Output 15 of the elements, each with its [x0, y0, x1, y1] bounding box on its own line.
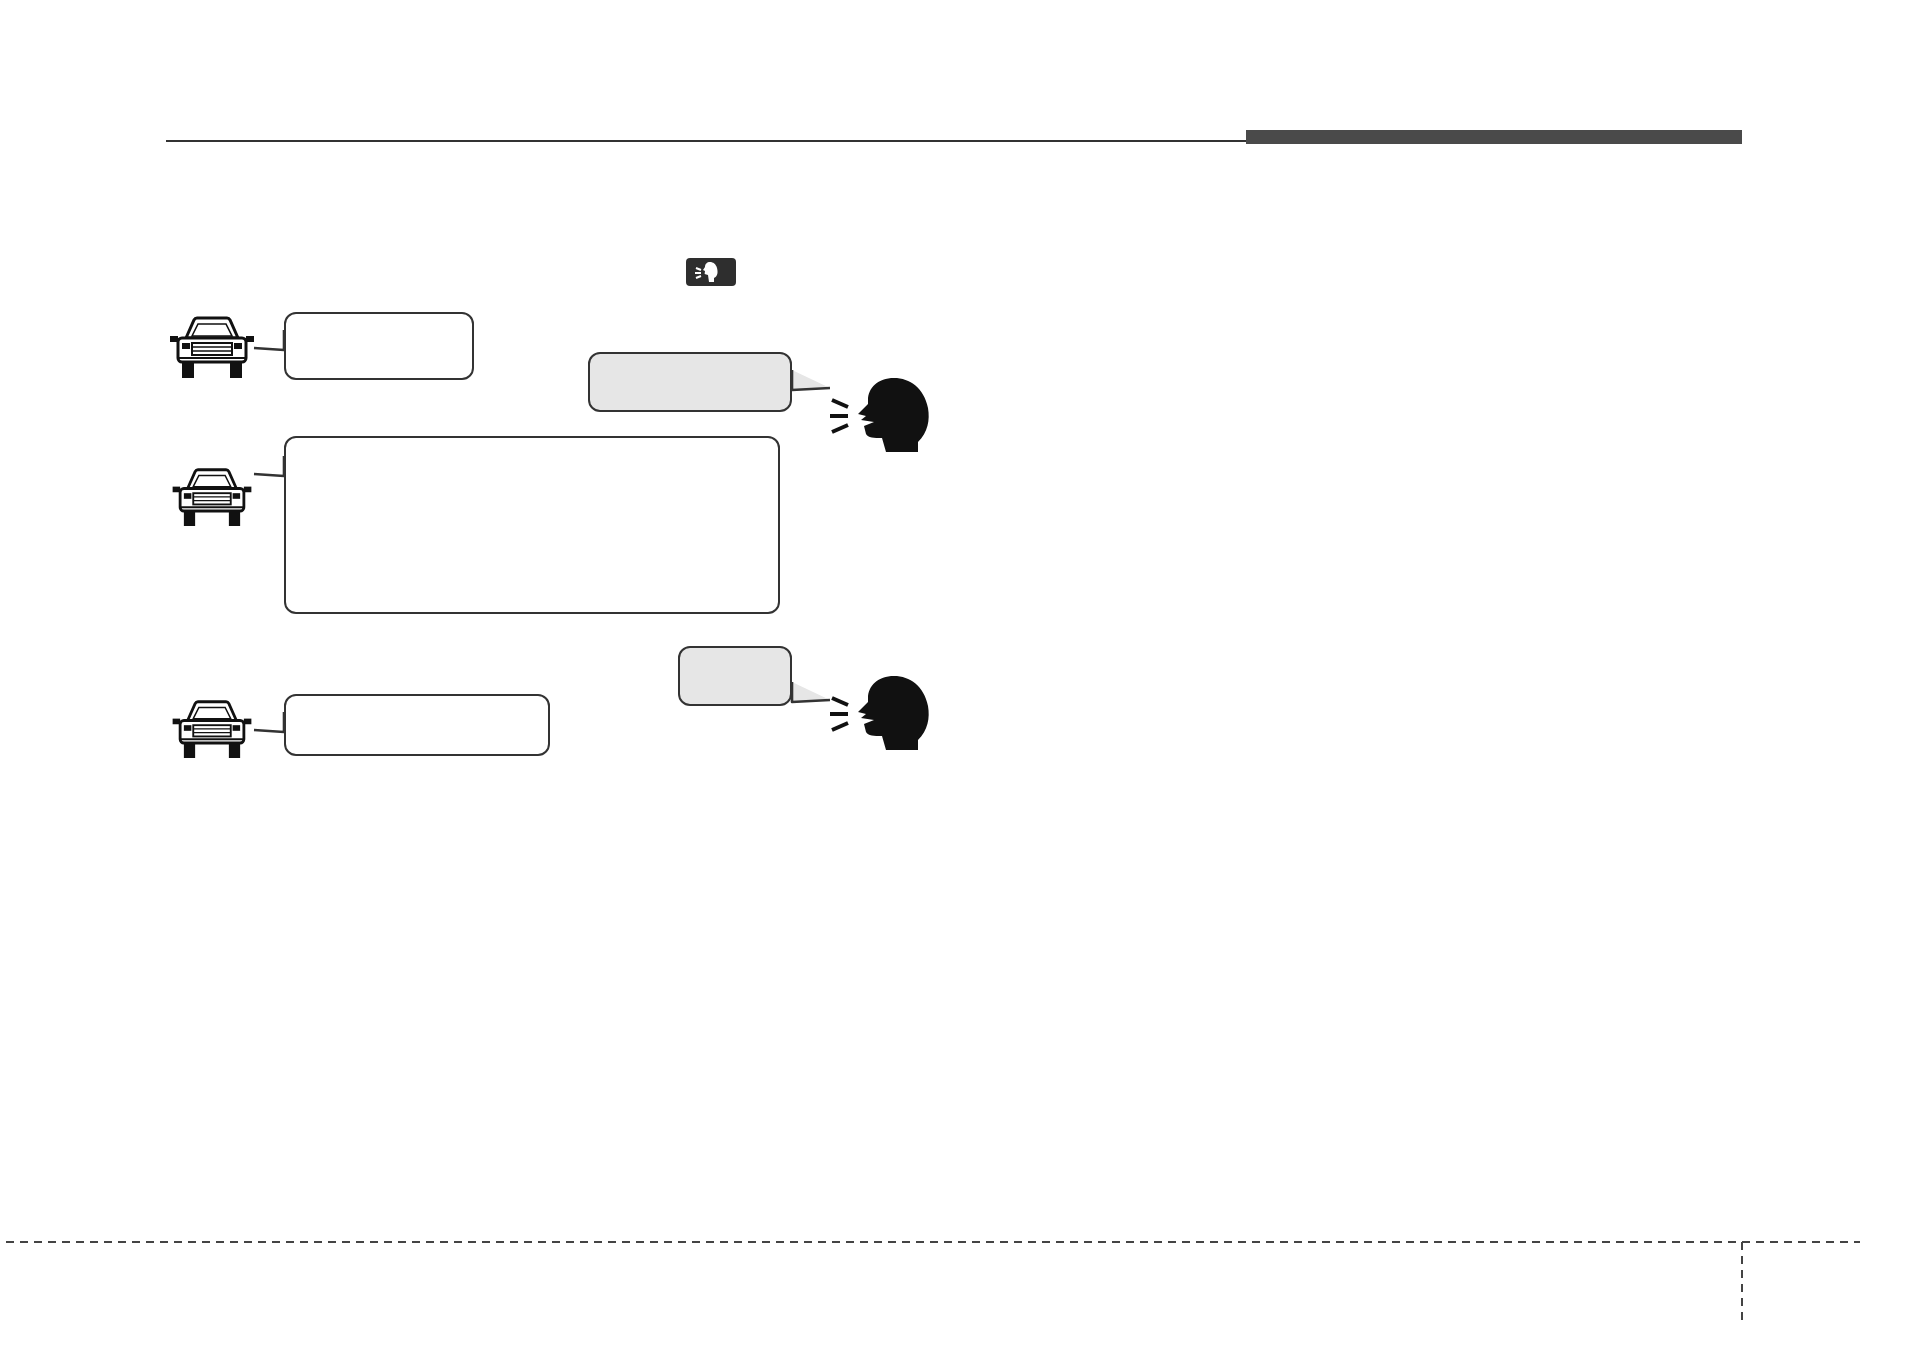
- speaking-head-icon: [830, 676, 930, 750]
- speech-bubble: [678, 646, 792, 706]
- car-icon: [170, 698, 254, 758]
- speech-bubble-tail: [252, 710, 286, 734]
- speaking-head-icon: [830, 378, 930, 452]
- speech-bubble-tail: [790, 368, 832, 392]
- speech-bubble-tail: [790, 680, 832, 704]
- speech-bubble: [284, 312, 474, 380]
- speech-bubble: [284, 436, 780, 614]
- speech-bubble-tail: [252, 454, 286, 478]
- speech-bubble: [588, 352, 792, 412]
- car-icon: [170, 312, 254, 380]
- car-icon: [170, 466, 254, 526]
- speech-bubble: [284, 694, 550, 756]
- speech-bubble-tail: [252, 328, 286, 352]
